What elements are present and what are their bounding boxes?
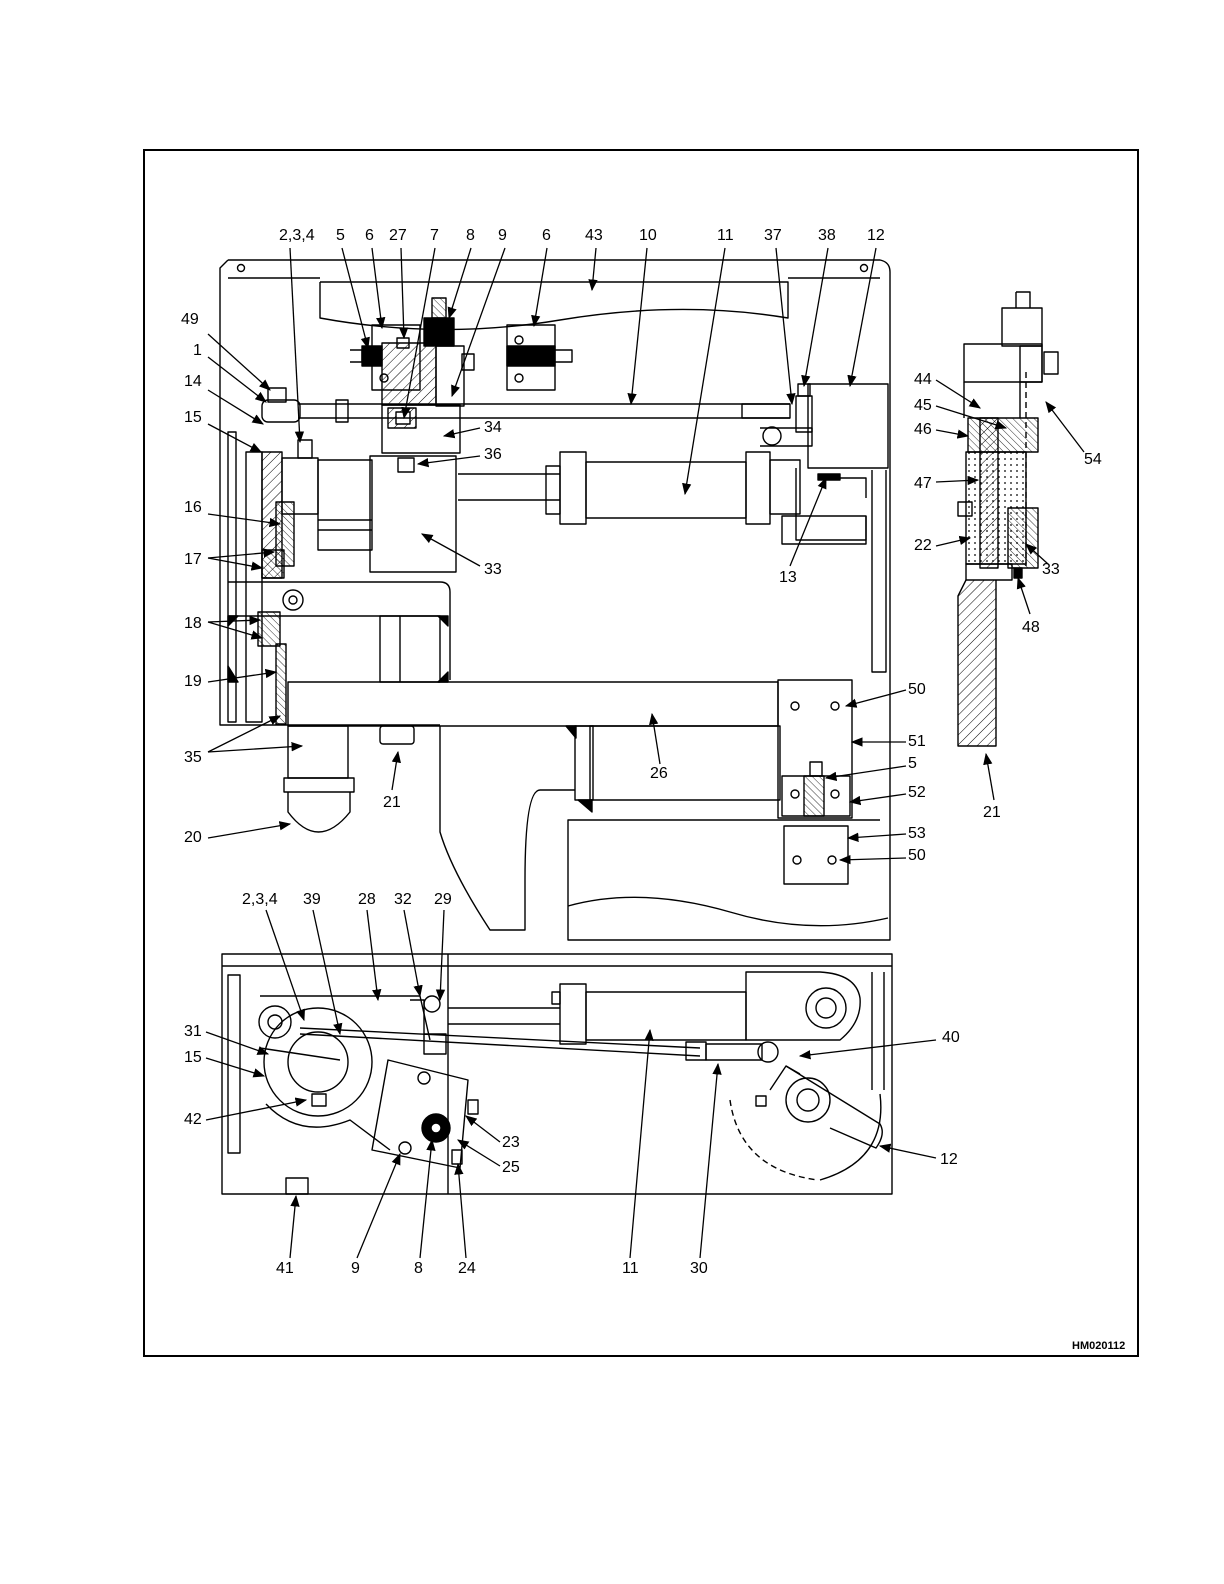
callout-50-top: 50 xyxy=(908,682,926,698)
callout-23: 23 xyxy=(502,1135,520,1151)
callout-50-bottom: 50 xyxy=(908,848,926,864)
callout-22: 22 xyxy=(914,538,932,554)
callout-27: 27 xyxy=(389,228,407,244)
callout-9-bottom: 9 xyxy=(351,1261,360,1277)
callout-6-right: 6 xyxy=(542,228,551,244)
callout-2-3-4-bottom: 2,3,4 xyxy=(242,892,278,908)
callout-42: 42 xyxy=(184,1112,202,1128)
callout-40: 40 xyxy=(942,1030,960,1046)
callout-11-top: 11 xyxy=(717,228,734,244)
callout-7: 7 xyxy=(430,228,439,244)
callout-12-bottom: 12 xyxy=(940,1152,958,1168)
callout-19: 19 xyxy=(184,674,202,690)
callout-25: 25 xyxy=(502,1160,520,1176)
callout-29: 29 xyxy=(434,892,452,908)
callout-10: 10 xyxy=(639,228,657,244)
callout-34: 34 xyxy=(484,420,502,436)
callout-45: 45 xyxy=(914,398,932,414)
callout-5-top: 5 xyxy=(336,228,345,244)
callout-21-side: 21 xyxy=(983,805,1001,821)
callout-44: 44 xyxy=(914,372,932,388)
callout-49: 49 xyxy=(181,312,199,328)
callout-15-bottom: 15 xyxy=(184,1050,202,1066)
callout-6-left: 6 xyxy=(365,228,374,244)
callout-11-bottom: 11 xyxy=(622,1261,639,1277)
callout-2-3-4-top: 2,3,4 xyxy=(279,228,315,244)
callout-8-bottom: 8 xyxy=(414,1261,423,1277)
callout-18: 18 xyxy=(184,616,202,632)
callout-41: 41 xyxy=(276,1261,294,1277)
callout-14: 14 xyxy=(184,374,202,390)
callout-38: 38 xyxy=(818,228,836,244)
callout-5-right: 5 xyxy=(908,756,917,772)
callout-32: 32 xyxy=(394,892,412,908)
callout-16: 16 xyxy=(184,500,202,516)
callout-37: 37 xyxy=(764,228,782,244)
callout-53: 53 xyxy=(908,826,926,842)
callout-30: 30 xyxy=(690,1261,708,1277)
callout-33-main: 33 xyxy=(484,562,502,578)
callout-1: 1 xyxy=(193,343,202,359)
callout-52: 52 xyxy=(908,785,926,801)
callout-13: 13 xyxy=(779,570,797,586)
callout-48: 48 xyxy=(1022,620,1040,636)
callout-39: 39 xyxy=(303,892,321,908)
callout-9-top: 9 xyxy=(498,228,507,244)
callout-36: 36 xyxy=(484,447,502,463)
callout-54: 54 xyxy=(1084,452,1102,468)
callout-26: 26 xyxy=(650,766,668,782)
callout-17: 17 xyxy=(184,552,202,568)
callout-24: 24 xyxy=(458,1261,476,1277)
callout-15-top: 15 xyxy=(184,410,202,426)
callout-46: 46 xyxy=(914,422,932,438)
callout-35: 35 xyxy=(184,750,202,766)
figure-id-label: HM020112 xyxy=(1072,1340,1125,1352)
callout-33-side: 33 xyxy=(1042,562,1060,578)
callout-31: 31 xyxy=(184,1024,202,1040)
callout-51: 51 xyxy=(908,734,926,750)
callout-43: 43 xyxy=(585,228,603,244)
callout-21-main: 21 xyxy=(383,795,401,811)
callout-12-top: 12 xyxy=(867,228,885,244)
callout-47: 47 xyxy=(914,476,932,492)
callout-28: 28 xyxy=(358,892,376,908)
callout-20: 20 xyxy=(184,830,202,846)
callout-8-top: 8 xyxy=(466,228,475,244)
